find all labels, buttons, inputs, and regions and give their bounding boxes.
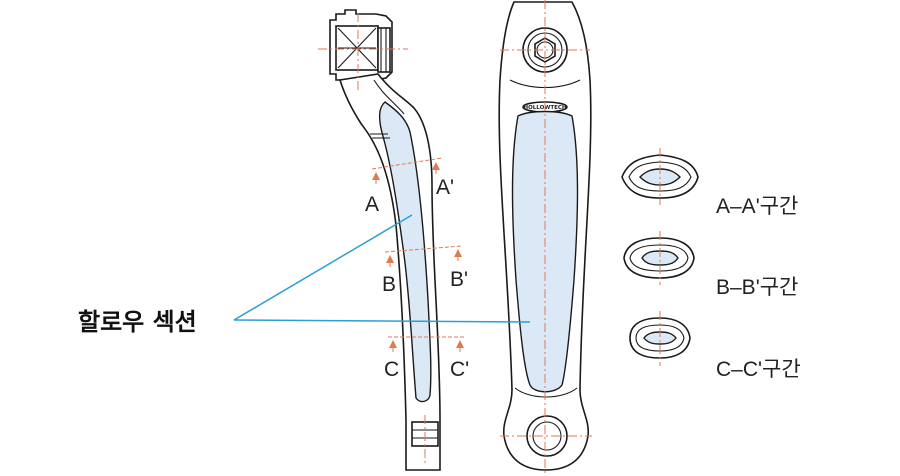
spindle-block bbox=[329, 9, 393, 81]
label-a: A bbox=[365, 193, 379, 216]
section-b-label: B–B'구간 bbox=[716, 276, 798, 299]
section-c-label: C–C'구간 bbox=[716, 358, 801, 381]
hollow-section-callout: 할로우 섹션 bbox=[78, 214, 531, 336]
side-view: A A' B B' C C' bbox=[318, 9, 469, 471]
leader-line-side bbox=[233, 214, 413, 321]
cut-line-b bbox=[384, 245, 463, 253]
label-b: B bbox=[382, 273, 396, 296]
section-a: A–A'구간 bbox=[621, 148, 798, 218]
section-b: B–B'구간 bbox=[623, 231, 798, 299]
label-a-prime: A' bbox=[436, 176, 454, 199]
label-b-prime: B' bbox=[450, 268, 468, 291]
leader-line-front bbox=[233, 319, 531, 323]
side-hollow-cavity bbox=[378, 101, 432, 403]
callout-title: 할로우 섹션 bbox=[78, 308, 197, 336]
label-c: C bbox=[384, 358, 399, 381]
section-c: C–C'구간 bbox=[629, 311, 801, 381]
label-c-prime: C' bbox=[450, 358, 469, 381]
section-a-label: A–A'구간 bbox=[716, 195, 798, 218]
front-view: HOLLOWTECH bbox=[498, 0, 592, 476]
